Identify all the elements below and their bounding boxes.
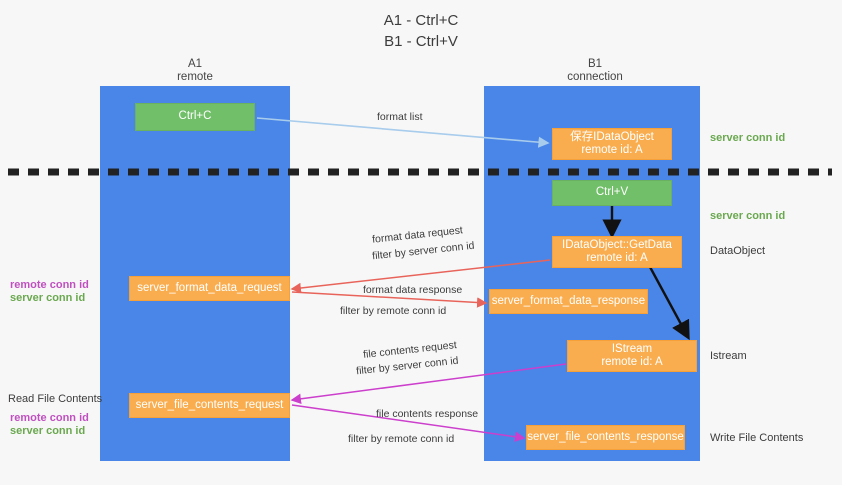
lane-b1-subtitle: connection	[567, 71, 623, 83]
left-label-remote-conn-id-2: remote conn id	[10, 412, 89, 424]
edge-label-format-data-response-filter: filter by remote conn id	[340, 305, 446, 318]
node-save-idataobject-line-2: remote id: A	[581, 144, 643, 156]
filter-value-server-conn-id-1: server conn id	[408, 239, 476, 259]
node-server-format-data-response[interactable]: server_format_data_response	[489, 289, 648, 314]
node-server-file-contents-request-label: server_file_contents_request	[135, 398, 284, 411]
edge-label-format-list: format list	[377, 111, 423, 123]
title-line-2: B1 - Ctrl+V	[384, 33, 458, 50]
node-ctrl-c-label: Ctrl+C	[178, 110, 212, 123]
lane-header-b1: B1 connection	[535, 58, 655, 84]
node-ctrl-v-label: Ctrl+V	[595, 186, 629, 199]
node-server-file-contents-response-label: server_file_contents_response	[527, 430, 684, 443]
filter-value-remote-conn-id-2: remote conn id	[384, 433, 455, 445]
right-label-server-conn-id-top: server conn id	[710, 132, 786, 144]
lane-a1-title: A1	[187, 58, 203, 70]
lane-a1-subtitle: remote	[177, 71, 213, 83]
title-line-1: A1 - Ctrl+C	[383, 12, 459, 29]
node-save-idataobject[interactable]: 保存IDataObject remote id: A	[552, 128, 672, 160]
page-title: A1 - Ctrl+C B1 - Ctrl+V	[0, 10, 842, 52]
filter-prefix-3: filter by	[355, 361, 394, 378]
right-label-server-conn-id-mid: server conn id	[710, 210, 786, 222]
node-server-format-data-response-label: server_format_data_response	[491, 294, 646, 307]
node-ctrl-v[interactable]: Ctrl+V	[552, 180, 672, 206]
filter-prefix-4: filter by	[348, 433, 385, 445]
right-label-istream: Istream	[710, 350, 747, 362]
left-label-server-conn-id-1: server conn id	[10, 292, 86, 304]
filter-prefix-1: filter by	[371, 246, 410, 263]
left-label-remote-conn-id-1: remote conn id	[10, 279, 89, 291]
edge-label-format-data-response: format data response	[363, 284, 463, 296]
node-server-format-data-request[interactable]: server_format_data_request	[129, 276, 290, 301]
edge-label-file-contents-response-filter: filter by remote conn id	[348, 433, 454, 446]
node-istream-line-1: IStream	[611, 342, 653, 355]
node-server-file-contents-request[interactable]: server_file_contents_request	[129, 393, 290, 418]
node-ctrl-c[interactable]: Ctrl+C	[135, 103, 255, 131]
node-getdata-line-1: IDataObject::GetData	[562, 238, 672, 251]
node-getdata-line-2: remote id: A	[586, 252, 648, 264]
node-idataobject-getdata[interactable]: IDataObject::GetData remote id: A	[552, 236, 682, 268]
edge-label-file-contents-response: file contents response	[376, 408, 479, 420]
node-server-format-data-request-label: server_format_data_request	[137, 281, 282, 294]
lane-header-a1: A1 remote	[135, 58, 255, 84]
node-server-file-contents-response[interactable]: server_file_contents_response	[526, 425, 685, 450]
right-label-dataobject: DataObject	[710, 245, 766, 257]
left-label-read-file-contents: Read File Contents	[8, 393, 103, 405]
node-istream[interactable]: IStream remote id: A	[567, 340, 697, 372]
left-label-server-conn-id-2: server conn id	[10, 425, 86, 437]
node-save-idataobject-line-1: 保存IDataObject	[570, 130, 654, 143]
lane-b1-title: B1	[587, 58, 603, 70]
right-label-write-file-contents: Write File Contents	[710, 432, 804, 444]
node-istream-line-2: remote id: A	[601, 356, 663, 368]
filter-value-remote-conn-id-1: remote conn id	[376, 305, 447, 317]
filter-prefix-2: filter by	[340, 305, 377, 317]
